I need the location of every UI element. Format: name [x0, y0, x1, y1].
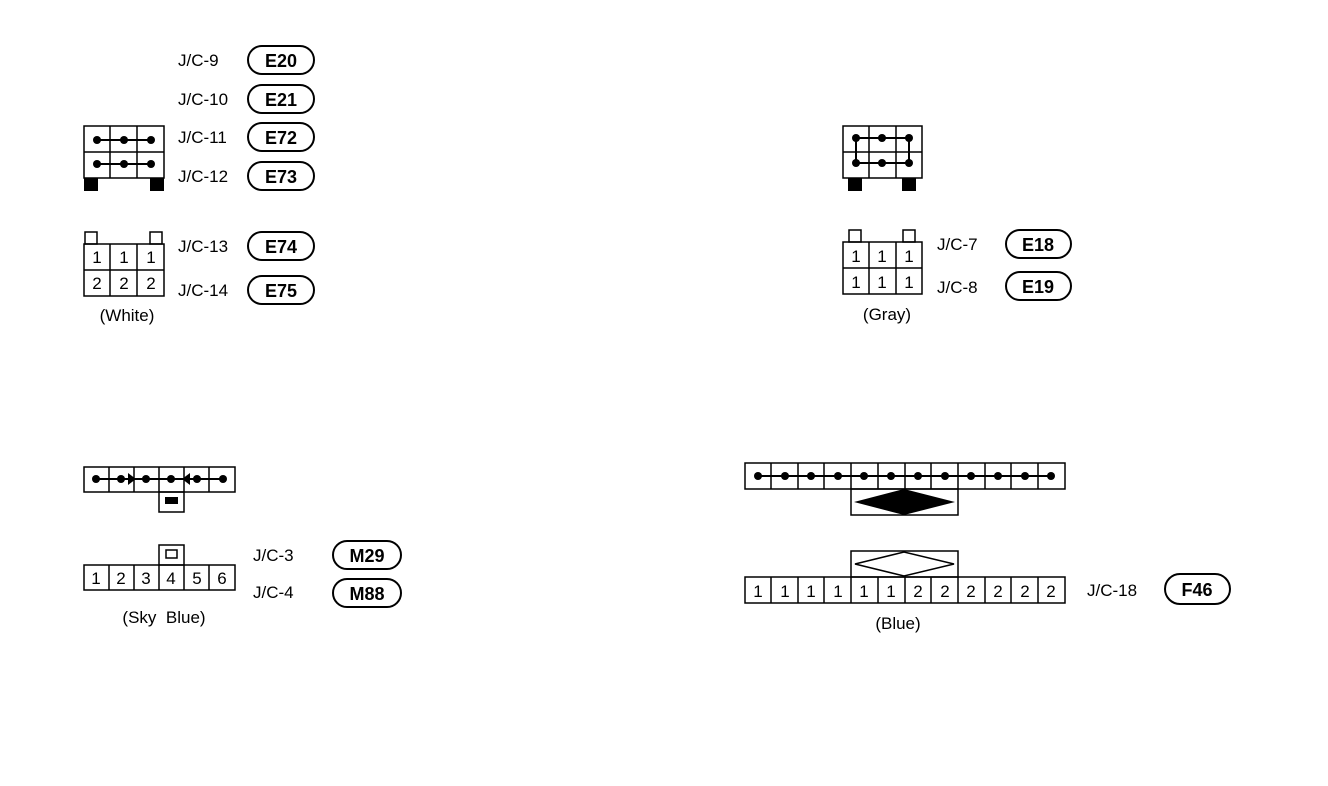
gray-pin-r2c3: 1: [904, 273, 913, 292]
sky-blue-color-label: (Sky Blue): [122, 608, 205, 627]
gray-pin-r1c2: 1: [877, 247, 886, 266]
white-connector-lock-left: [84, 178, 98, 191]
jc-label: J/C-9: [178, 51, 219, 70]
blue-pin-9: 2: [966, 582, 975, 601]
white-pin-r2c3: 2: [146, 274, 155, 293]
sky-blue-pin-4: 4: [166, 569, 175, 588]
connector-code-badge: E75: [265, 281, 297, 301]
connector-code-badge: E18: [1022, 235, 1054, 255]
blue-pin-11: 2: [1020, 582, 1029, 601]
white-pin-r1c3: 1: [146, 248, 155, 267]
jc-label: J/C-11: [178, 128, 227, 147]
connector-code-badge: M88: [349, 584, 384, 604]
blue-pin-7: 2: [913, 582, 922, 601]
connector-code-badge: F46: [1181, 580, 1212, 600]
connector-code-badge: E72: [265, 128, 297, 148]
gray-pin-r1c1: 1: [851, 247, 860, 266]
sky-blue-connector-group: 1 2 3 4 5 6 (Sky Blue) J/C-3 M29 J/C-4 M…: [83, 466, 402, 627]
blue-pin-3: 1: [806, 582, 815, 601]
sky-blue-pin-2: 2: [116, 569, 125, 588]
blue-pin-6: 1: [886, 582, 895, 601]
blue-pin-4: 1: [833, 582, 842, 601]
white-pin-r2c1: 2: [92, 274, 101, 293]
connector-code-badge: E73: [265, 167, 297, 187]
gray-connector-group: 1 1 1 1 1 1 (Gray) J/C-7 E18 J/C-8 E19: [842, 125, 1072, 324]
gray-pin-r1c3: 1: [904, 247, 913, 266]
blue-pin-2: 1: [780, 582, 789, 601]
gray-pin-r2c2: 1: [877, 273, 886, 292]
diode-icon: [128, 473, 136, 485]
gray-connector-face: [842, 125, 923, 179]
connector-code-badge: E19: [1022, 277, 1054, 297]
white-pin-r1c2: 1: [119, 248, 128, 267]
blue-pin-5: 1: [859, 582, 868, 601]
blue-pin-10: 2: [993, 582, 1002, 601]
sky-blue-connector-face: [83, 466, 236, 513]
white-connector-lock-right: [150, 178, 164, 191]
white-pin-r2c2: 2: [119, 274, 128, 293]
white-connector-face: [83, 125, 165, 179]
jc-label: J/C-13: [178, 237, 228, 256]
blue-connector-pin-view: [744, 550, 1066, 604]
sky-blue-connector-pin-view: [83, 544, 236, 591]
blue-connector-dots: [754, 472, 1055, 515]
gray-connector-lock-left: [848, 178, 862, 191]
sky-blue-lock: [165, 497, 178, 504]
sky-blue-connector-dots: [92, 473, 227, 504]
connector-code-badge: E74: [265, 237, 297, 257]
gray-connector-lock-right: [902, 178, 916, 191]
jc-label: J/C-7: [937, 235, 978, 254]
sky-blue-pin-5: 5: [192, 569, 201, 588]
white-color-label: (White): [100, 306, 155, 325]
white-connector-dots: [84, 136, 164, 191]
gray-pin-r2c1: 1: [851, 273, 860, 292]
blue-pin-1: 1: [753, 582, 762, 601]
sky-blue-pin-6: 6: [217, 569, 226, 588]
jc-label: J/C-8: [937, 278, 978, 297]
white-pin-r1c1: 1: [92, 248, 101, 267]
jc-label: J/C-10: [178, 90, 228, 109]
blue-pin-12: 2: [1046, 582, 1055, 601]
connector-code-badge: E20: [265, 51, 297, 71]
gray-connector-pin-view: [842, 229, 923, 295]
blue-color-label: (Blue): [875, 614, 920, 633]
sky-blue-pin-1: 1: [91, 569, 100, 588]
white-connector-pin-view: [83, 231, 165, 297]
white-connector-group: 1 1 1 2 2 2 (White) J/C-9 E20 J/C-10 E21…: [83, 45, 315, 325]
connector-code-badge: E21: [265, 90, 297, 110]
gray-color-label: (Gray): [863, 305, 911, 324]
sky-blue-pin-3: 3: [141, 569, 150, 588]
jc-label: J/C-12: [178, 167, 228, 186]
gray-connector-dots: [848, 134, 916, 191]
blue-pin-8: 2: [940, 582, 949, 601]
jc-label: J/C-4: [253, 583, 294, 602]
jc-label: J/C-18: [1087, 581, 1137, 600]
jc-label: J/C-3: [253, 546, 294, 565]
connector-code-badge: M29: [349, 546, 384, 566]
blue-connector-lock: [854, 489, 955, 515]
diode-icon: [182, 473, 190, 485]
jc-label: J/C-14: [178, 281, 228, 300]
blue-connector-group: 1 1 1 1 1 1 2 2 2 2 2 2 (Blue) J/C-18 F4…: [744, 462, 1231, 633]
blue-connector-face: [744, 462, 1066, 516]
